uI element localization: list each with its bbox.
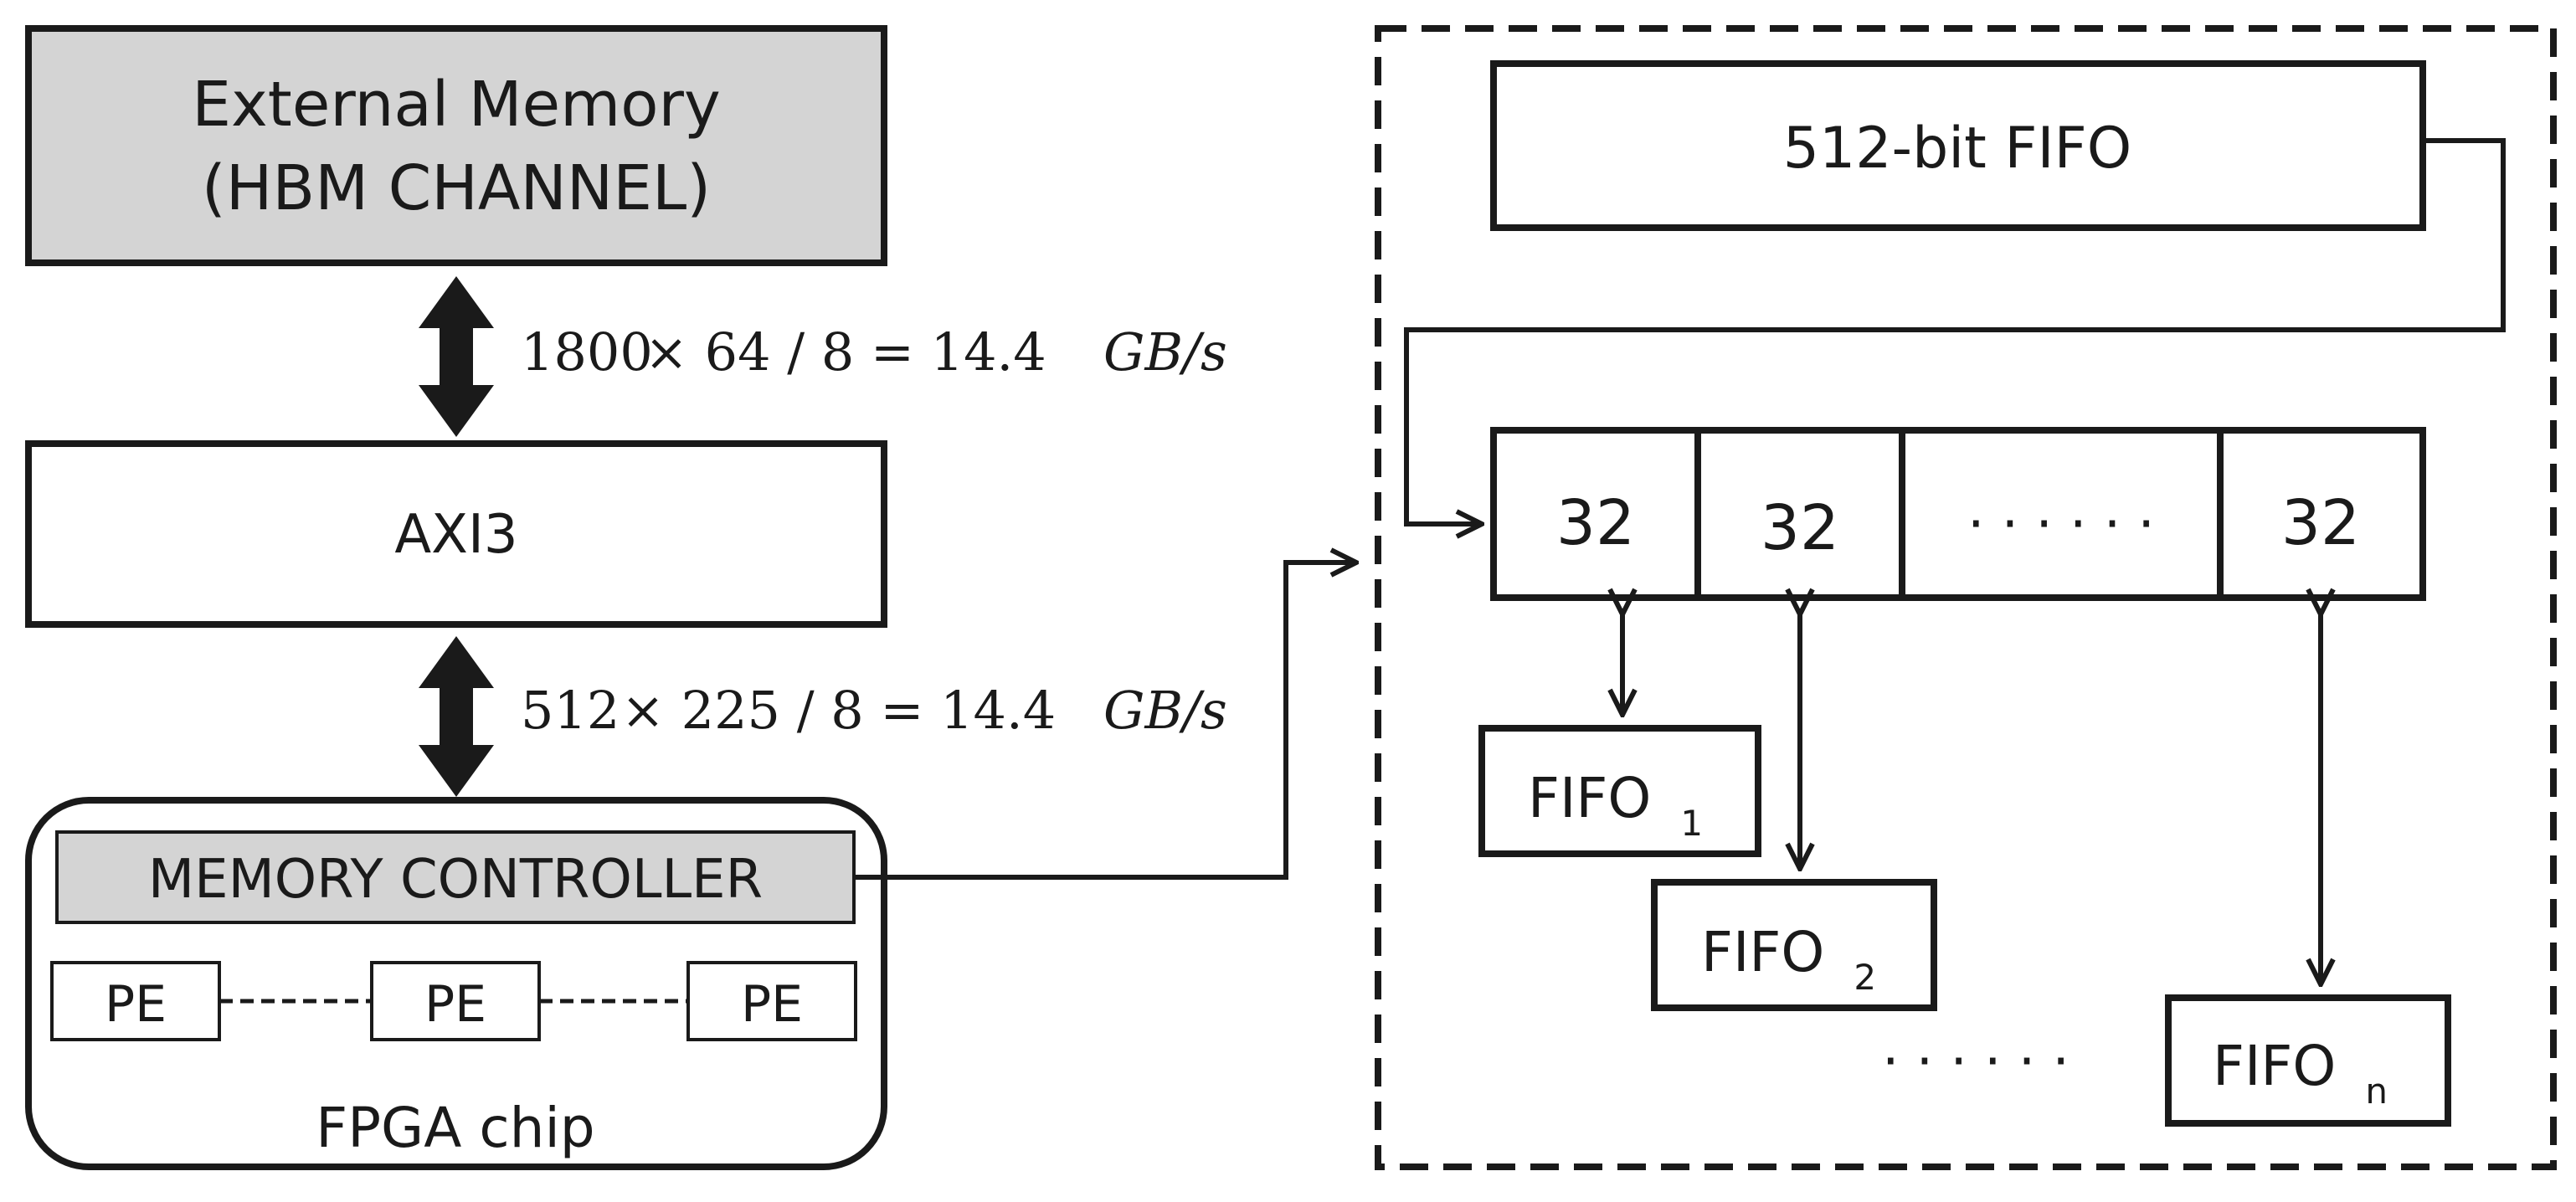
pe-box-2 [370,961,541,1041]
bandwidth-formula-top: 1800 × 64 / 8 = 14.4 GB/s [521,321,1227,383]
fifo-2-label: FIFO 2 [1701,920,1876,998]
fifo-2-name: FIFO [1701,920,1824,984]
fifo-1-name: FIFO [1528,766,1651,830]
controller-to-detail-connector [854,562,1356,880]
formula-bottom-unit: GB/s [1103,680,1227,741]
bidirectional-arrow-bottom [419,636,494,797]
slot-row [1490,427,2426,601]
formula-top-left: 1800 [521,321,653,383]
formula-top-unit: GB/s [1103,321,1227,383]
fifo-n-label: FIFO n [2213,1034,2388,1112]
fifo-1-label: FIFO 1 [1528,766,1703,844]
fifo-n-name: FIFO [2213,1034,2336,1098]
slot-label-n: 32 [2281,487,2360,559]
fpga-chip-label: FPGA chip [316,1096,594,1160]
bidirectional-arrow-top [419,276,494,437]
pe-label-3: PE [741,975,803,1034]
bandwidth-formula-bottom: 512 × 225 / 8 = 14.4 GB/s [521,680,1227,741]
fifo-512-label: 512-bit FIFO [1783,116,2131,182]
fifo-1-box [1478,725,1761,857]
detail-panel [1375,25,2557,1170]
fifo-ellipsis: · · · · · · [1882,1031,2070,1093]
slot-label-2: 32 [1761,492,1839,564]
axi3-box [25,440,887,628]
external-memory-subtitle: (HBM CHANNEL) [202,152,711,224]
pe-label-2: PE [424,975,486,1034]
fifo-n-subscript: n [2365,1071,2388,1112]
fifo-2-subscript: 2 [1854,957,1876,998]
fifo-512-box [1490,60,2426,231]
fifo512-to-slots-connector [1404,138,2506,524]
slot-ellipsis: · · · · · · [1967,494,2155,556]
external-memory-title: External Memory [192,69,721,141]
axi3-label: AXI3 [394,504,517,566]
fifo-2-box [1651,879,1937,1011]
fifo-1-subscript: 1 [1680,803,1703,844]
formula-bottom-op: × 225 / 8 = 14.4 [621,680,1056,741]
pe-box-1 [50,961,221,1041]
fifo-n-box [2165,994,2451,1127]
pe-box-3 [686,961,857,1041]
formula-top-op: × 64 / 8 = 14.4 [645,321,1046,383]
external-memory-box [25,25,887,266]
memory-controller-label: MEMORY CONTROLLER [148,849,763,911]
slot-label-1: 32 [1556,487,1635,559]
formula-bottom-left: 512 [521,680,620,741]
memory-controller-box [55,830,856,924]
pe-label-1: PE [105,975,167,1034]
